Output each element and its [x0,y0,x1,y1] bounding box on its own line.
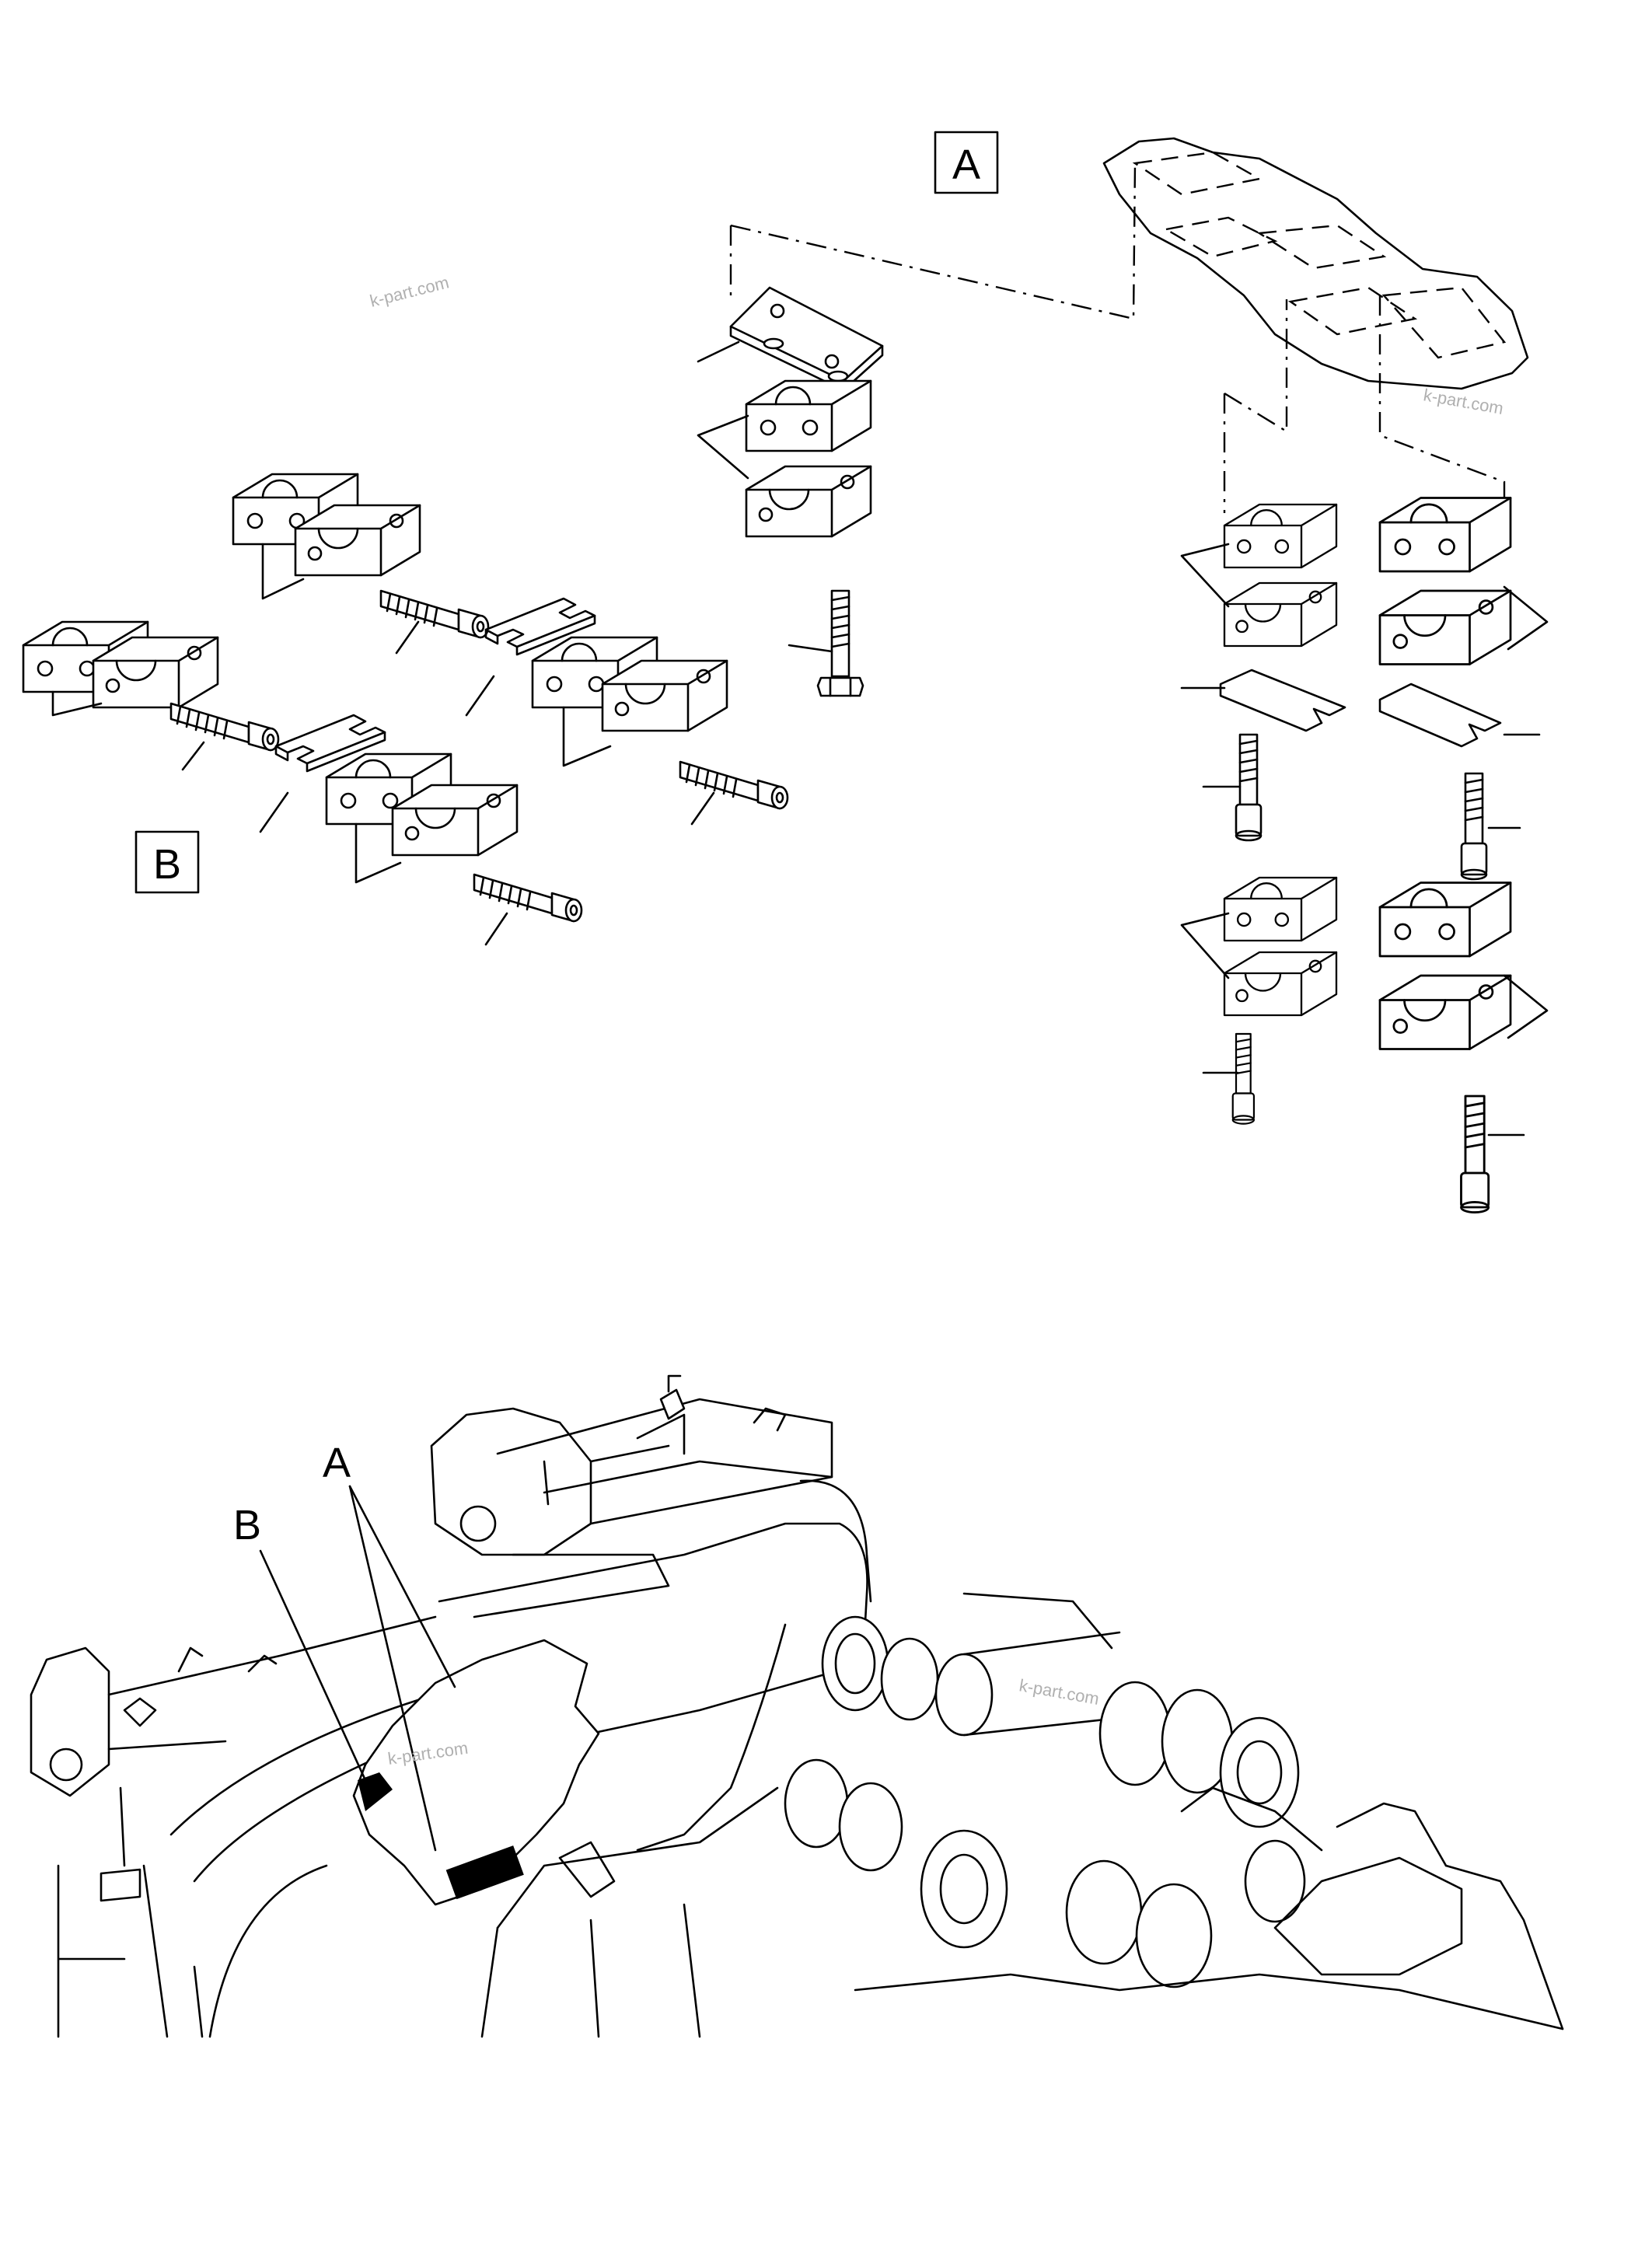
pointer-a-label: A [323,1440,351,1486]
mounting-area-outline [1102,137,1529,390]
marker-a-block [445,1845,524,1900]
marker-b-arrow [358,1772,393,1811]
view-a-label: A [952,141,980,188]
gear-shafts [784,1615,1306,1988]
watermark-1: k-part.com [368,272,451,310]
pointer-a-leader-1 [348,1485,456,1688]
right-clamp-stack-small [1180,503,1346,1125]
view-b-box [134,830,200,894]
cutaway-panel [352,1639,600,1906]
left-clamp-group-lower [22,620,386,833]
pointer-b-label: B [233,1502,261,1548]
leader-chain-right-2 [1378,295,1506,498]
pointer-a-leader-2 [348,1485,437,1852]
center-clamp-stack [697,286,884,697]
left-clamp-group-bottom [325,752,583,946]
watermark-3: k-part.com [1018,1675,1101,1709]
pointer-b-leader [259,1549,367,1782]
leader-chain-right-1 [1223,299,1288,513]
view-a-box [934,131,999,194]
leader-chain-center [729,162,1137,320]
left-clamp-group-upper [232,473,596,717]
watermark-2: k-part.com [1422,385,1505,418]
left-clamp-group-mid [531,636,789,826]
view-b-label: B [153,841,181,888]
engine-assembly [30,1374,1564,2038]
right-clamp-stack-large [1378,497,1549,1214]
